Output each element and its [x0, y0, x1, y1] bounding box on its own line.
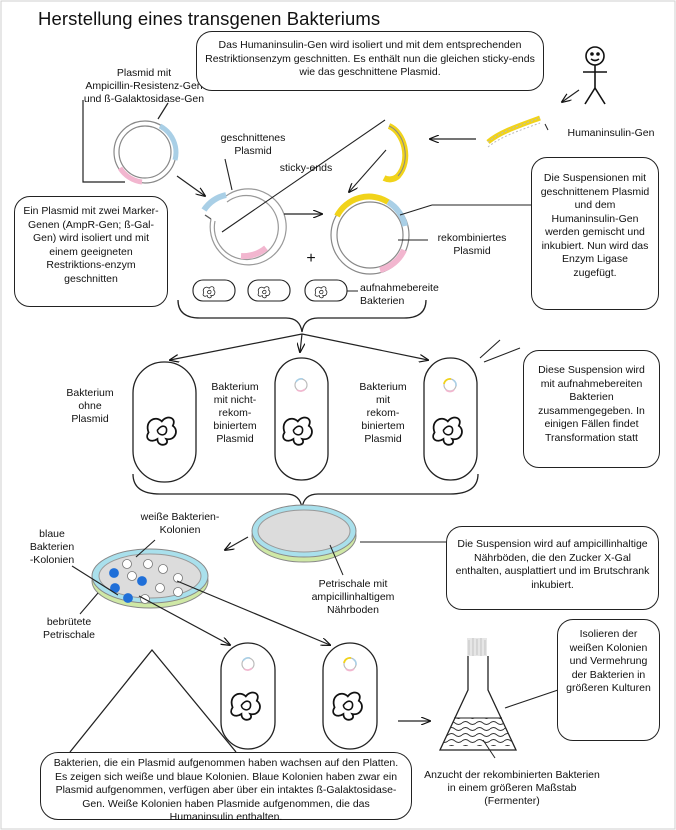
white-colony — [127, 571, 137, 581]
insulin-gene — [486, 115, 541, 148]
label-bacterium-recombinant: Bakterium mit rekom- biniertem Plasmid — [359, 381, 407, 445]
sticky-ends-pointer — [221, 119, 386, 233]
bacterium-blue-colony — [220, 642, 276, 750]
result-pointer — [69, 648, 237, 753]
plasmid-recombinant — [330, 193, 410, 275]
label-petri-dish: Petrischale mit ampicillinhaltigem Nährb… — [311, 578, 395, 616]
label-blue-colonies: blaue Bakterien -Kolonien — [29, 528, 75, 566]
petri-dish-incubated — [91, 548, 209, 609]
fermenter-flask — [438, 638, 518, 751]
brace-upper — [177, 299, 427, 333]
label-insulin-gene: Humaninsulin-Gen — [567, 127, 655, 139]
label-fermenter: Anzucht der rekombinierten Bakterien in … — [424, 769, 600, 807]
colonies — [109, 559, 183, 604]
cut-plasmid-pointer — [224, 158, 233, 191]
callout-plating: Die Suspension wird auf ampicillinhaltig… — [446, 526, 659, 610]
bacterium-no-plasmid — [132, 361, 197, 483]
label-incubated-dish: bebrütete Petrischale — [43, 616, 95, 641]
label-cut-plasmid: geschnittenes Plasmid — [220, 132, 286, 157]
label-recombinant-plasmid: rekombiniertes Plasmid — [437, 232, 507, 257]
petri-dish-plain — [251, 504, 357, 563]
label-competent-bacteria: aufnahmebereite Bakterien — [360, 282, 439, 307]
plasmid-label-connector — [82, 100, 125, 183]
callout-transformation: Diese Suspension wird mit aufnahmebereit… — [523, 350, 660, 468]
blue-colonies-pointer — [71, 565, 119, 596]
bacterium-recombinant — [423, 357, 478, 481]
callout-scale-up: Isolieren der weißen Kolonien und Vermeh… — [557, 619, 660, 741]
competent-bacteria — [192, 279, 348, 302]
label-white-colonies: weiße Bakterien- Kolonien — [140, 511, 220, 536]
plus-sign: + — [306, 250, 316, 267]
white-colony — [173, 587, 183, 597]
white-colony — [143, 559, 153, 569]
bacterium-white-colony — [322, 642, 378, 750]
label-bacterium-nonrecombinant: Bakterium mit nicht- rekom- biniertem Pl… — [211, 381, 259, 445]
diagram-title: Herstellung eines transgenen Bakteriums — [38, 8, 381, 29]
white-colonies-pointer — [135, 539, 156, 558]
white-colony — [155, 583, 165, 593]
blue-colony — [109, 568, 119, 578]
human-figure — [583, 46, 607, 105]
bacterium-nonrecombinant — [274, 357, 329, 481]
label-bacterium-no-plasmid: Bakterium ohne Plasmid — [66, 387, 114, 425]
label-plasmid-markers: Plasmid mit Ampicillin-Resistenz-Gen und… — [83, 67, 205, 105]
blue-colony — [137, 576, 147, 586]
callout-insulin-isolated: Das Humaninsulin-Gen wird isoliert und m… — [196, 31, 544, 91]
plasmid-intact — [113, 120, 179, 185]
callout-plasmid-isolated: Ein Plasmid mit zwei Marker-Genen (AmpR-… — [14, 196, 168, 307]
blue-colony — [123, 593, 133, 603]
callout-ligase: Die Suspensionen mit geschnittenem Plasm… — [531, 157, 659, 310]
callout-result: Bakterien, die ein Plasmid aufgenommen h… — [40, 752, 412, 823]
white-colony — [173, 573, 183, 583]
insulin-gene-fragment — [382, 123, 409, 183]
white-colony — [158, 564, 168, 574]
plasmid-cut — [201, 188, 287, 266]
white-colony — [122, 559, 132, 569]
label-sticky-ends: sticky-ends — [279, 162, 333, 174]
